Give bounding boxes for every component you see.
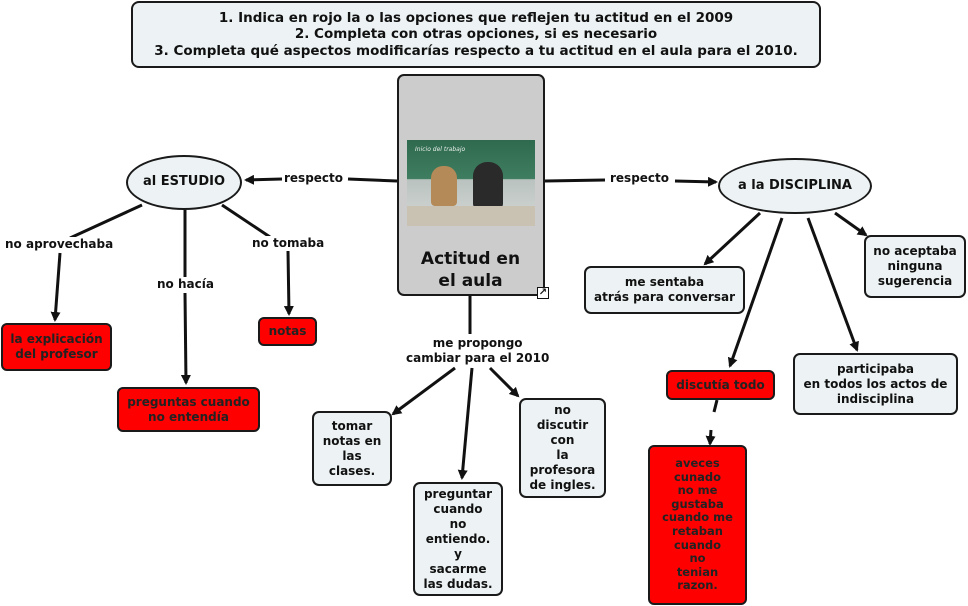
link-label-no-tomaba: no tomaba [250,236,327,251]
line-respecto-to-disciplina [674,176,718,187]
line-center-respecto-left [347,177,398,183]
line-estudio-no-aprovechaba [69,203,143,240]
line-center-respecto-right [544,178,606,183]
student-girl [431,166,457,206]
center-concept[interactable]: Inicio del trabajo Actitud en el aula [397,74,545,296]
link-label-me-propongo: me propongo cambiar para el 2010 [404,336,552,366]
node-aveces-cunado[interactable]: aveces cunado no me gustaba cuando me re… [648,445,747,605]
node-preguntar-cuando[interactable]: preguntar cuando no entiendo. y sacarme … [413,482,503,596]
desk [407,206,535,226]
line-disciplina-discutia [727,217,784,368]
line-disciplina-sentaba [703,211,762,266]
center-title: Actitud en el aula [420,249,521,292]
node-discutia-todo[interactable]: discutía todo [666,370,775,400]
line-no-tomaba-notas [283,250,294,316]
instruction-line-3: 3. Completa qué aspectos modificarías re… [154,42,798,59]
concept-al-estudio[interactable]: al ESTUDIO [126,155,242,210]
external-link-icon[interactable]: ↗ [537,287,549,299]
node-no-aceptaba[interactable]: no aceptaba ninguna sugerencia [864,235,966,298]
line-estudio-no-tomaba [221,203,271,239]
classroom-photo: Inicio del trabajo [407,140,535,226]
link-label-no-aprovechaba: no aprovechaba [3,237,116,252]
node-tomar-notas[interactable]: tomar notas en las clases. [312,411,392,486]
line-disciplina-aceptaba [834,211,868,237]
node-participaba[interactable]: participaba en todos los actos de indisc… [793,353,958,415]
line-no-aprovechaba-explicacion [50,252,62,322]
node-notas[interactable]: notas [258,317,317,346]
photo-caption: Inicio del trabajo [415,146,466,153]
link-label-respecto-right: respecto [608,171,672,186]
node-la-explicacion[interactable]: la explicación del profesor [1,323,112,371]
line-propongo-tomar [391,366,456,416]
instruction-line-2: 2. Completa con otras opciones, si es ne… [294,26,658,43]
instructions-box: 1. Indica en rojo la o las opciones que … [131,1,821,68]
line-no-hacia-preguntas [180,292,191,385]
instruction-line-1: 1. Indica en rojo la o las opciones que … [218,10,734,27]
link-label-no-hacia: no hacía [155,277,216,292]
node-me-sentaba[interactable]: me sentaba atrás para conversar [584,266,745,314]
line-propongo-preguntar [457,367,474,480]
student-boy [473,162,503,208]
line-respecto-to-estudio [244,174,283,185]
line-propongo-discutir [488,366,520,398]
node-preguntas-cuando[interactable]: preguntas cuando no entendía [117,387,260,432]
link-label-respecto-left: respecto [282,171,346,186]
concept-a-la-disciplina[interactable]: a la DISCIPLINA [718,158,872,214]
line-discutia-aveces-2 [705,429,716,446]
line-disciplina-participaba [806,217,859,352]
node-no-discutir[interactable]: no discutir con la profesora de ingles. [519,398,606,498]
line-discutia-aveces [712,399,719,413]
